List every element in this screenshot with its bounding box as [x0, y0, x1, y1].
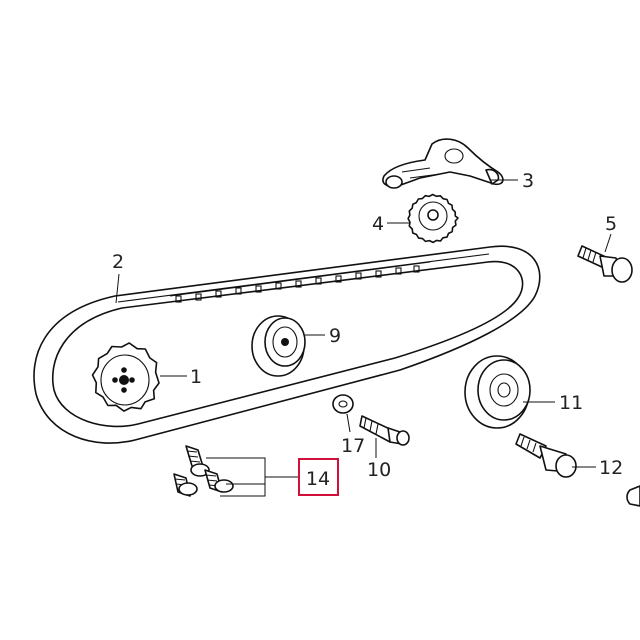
callout-14-highlight-box[interactable] — [298, 458, 339, 496]
callout-10: 10 — [367, 459, 391, 481]
partial-part-right-edge — [626, 485, 640, 507]
callout-11: 11 — [559, 392, 583, 414]
belt-teeth — [175, 265, 420, 303]
bolt-14-a — [185, 445, 210, 477]
idler-pulley-9 — [251, 315, 306, 377]
bolt-14-b — [173, 473, 198, 497]
bolt-5 — [577, 245, 633, 283]
callout-1: 1 — [190, 366, 202, 388]
bolt-14-c — [204, 469, 234, 493]
callout-2: 2 — [112, 251, 124, 273]
callout-17: 17 — [341, 435, 365, 457]
stud-bolt-12 — [515, 433, 577, 478]
washer-17 — [332, 394, 354, 414]
tensioner-arm — [382, 138, 504, 189]
callout-3: 3 — [522, 170, 534, 192]
callout-9: 9 — [329, 325, 341, 347]
callout-4: 4 — [372, 213, 384, 235]
leader-lines — [115, 179, 612, 497]
idler-pulley-11 — [464, 355, 531, 429]
crankshaft-sprocket — [91, 342, 160, 412]
callout-5: 5 — [605, 213, 617, 235]
bolt-set-14 — [173, 445, 234, 497]
tensioner-gear — [407, 193, 459, 244]
callout-12: 12 — [599, 457, 623, 479]
bolt-10 — [359, 415, 410, 446]
callout-14[interactable]: 14 — [306, 468, 330, 490]
